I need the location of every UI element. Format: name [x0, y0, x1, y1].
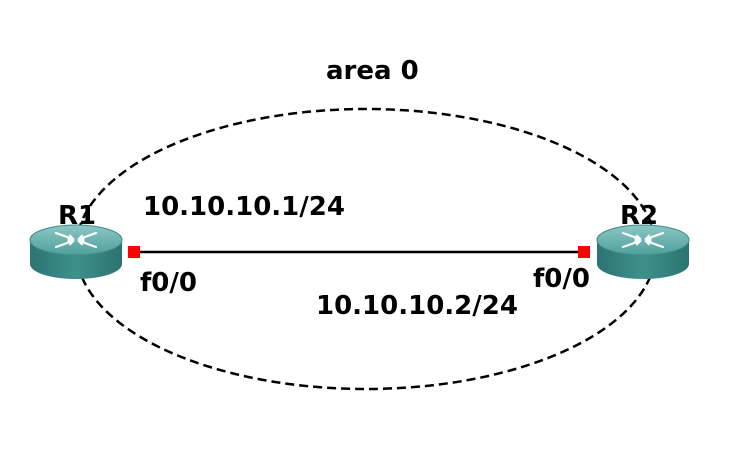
r2-ip-label: 10.10.10.2/24: [316, 291, 518, 321]
r2-port-f0-0[interactable]: [578, 246, 590, 258]
r1-port-f0-0[interactable]: [128, 246, 140, 258]
area-boundary: [74, 107, 658, 391]
r2-interface-label: f0/0: [533, 264, 590, 294]
r2-name-label: R2: [620, 201, 659, 231]
r1-ip-label: 10.10.10.1/24: [143, 192, 345, 222]
r1-interface-label: f0/0: [140, 268, 197, 298]
router-icon[interactable]: [596, 224, 690, 279]
router-icon[interactable]: [29, 224, 123, 279]
r1-name-label: R1: [58, 201, 97, 231]
area-label: area 0: [326, 56, 419, 86]
